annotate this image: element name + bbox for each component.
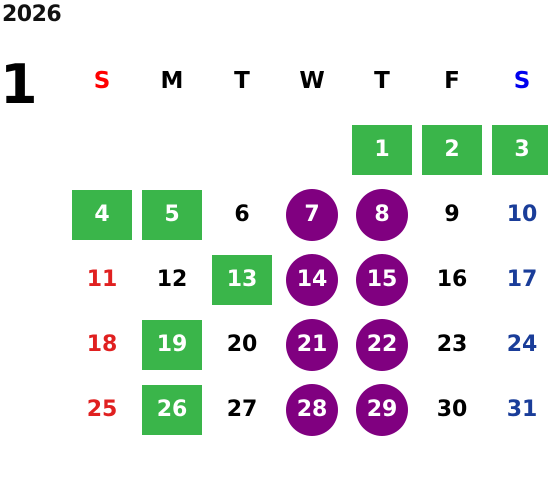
day-number: 12 xyxy=(156,267,188,292)
day-cell-1[interactable]: 1 xyxy=(352,125,412,175)
day-cell-18[interactable]: 18 xyxy=(72,320,132,370)
day-cell-14[interactable]: 14 xyxy=(282,254,342,306)
weekday-header-thu: T xyxy=(374,68,390,94)
day-number: 28 xyxy=(296,397,328,422)
day-number: 25 xyxy=(86,397,118,422)
day-number: 11 xyxy=(86,267,118,292)
day-number: 4 xyxy=(94,202,110,227)
day-number: 18 xyxy=(86,332,118,357)
day-cell-20[interactable]: 20 xyxy=(212,320,272,370)
day-cell-30[interactable]: 30 xyxy=(422,385,482,435)
calendar-year: 2026 xyxy=(2,2,62,27)
day-number: 3 xyxy=(514,137,530,162)
day-number: 6 xyxy=(234,202,250,227)
day-cell-27[interactable]: 27 xyxy=(212,385,272,435)
day-cell-13[interactable]: 13 xyxy=(212,255,272,305)
day-cell-21[interactable]: 21 xyxy=(282,319,342,371)
day-cell-15[interactable]: 15 xyxy=(352,254,412,306)
day-number: 5 xyxy=(164,202,180,227)
weekday-header-sat: S xyxy=(513,68,531,94)
day-cell-22[interactable]: 22 xyxy=(352,319,412,371)
day-cell-6[interactable]: 6 xyxy=(212,190,272,240)
day-cell-19[interactable]: 19 xyxy=(142,320,202,370)
day-number: 31 xyxy=(506,397,538,422)
day-cell-25[interactable]: 25 xyxy=(72,385,132,435)
weekday-header-sun: S xyxy=(93,68,111,94)
day-number: 29 xyxy=(366,397,398,422)
day-number: 19 xyxy=(156,332,188,357)
day-number: 16 xyxy=(436,267,468,292)
day-cell-17[interactable]: 17 xyxy=(492,255,548,305)
day-cell-3[interactable]: 3 xyxy=(492,125,548,175)
day-cell-28[interactable]: 28 xyxy=(282,384,342,436)
day-number: 26 xyxy=(156,397,188,422)
weekday-header-wed: W xyxy=(299,68,325,94)
day-cell-8[interactable]: 8 xyxy=(352,189,412,241)
day-number: 8 xyxy=(374,202,390,227)
day-number: 23 xyxy=(436,332,468,357)
day-number: 9 xyxy=(444,202,460,227)
day-cell-24[interactable]: 24 xyxy=(492,320,548,370)
day-number: 13 xyxy=(226,267,258,292)
day-cell-9[interactable]: 9 xyxy=(422,190,482,240)
day-number: 7 xyxy=(304,202,320,227)
day-cell-11[interactable]: 11 xyxy=(72,255,132,305)
day-number: 20 xyxy=(226,332,258,357)
day-cell-12[interactable]: 12 xyxy=(142,255,202,305)
day-cell-23[interactable]: 23 xyxy=(422,320,482,370)
day-cell-5[interactable]: 5 xyxy=(142,190,202,240)
day-number: 22 xyxy=(366,332,398,357)
day-number: 15 xyxy=(366,267,398,292)
day-cell-10[interactable]: 10 xyxy=(492,190,548,240)
day-number: 24 xyxy=(506,332,538,357)
day-number: 2 xyxy=(444,137,460,162)
day-cell-26[interactable]: 26 xyxy=(142,385,202,435)
weekday-header-mon: M xyxy=(160,68,184,94)
day-number: 10 xyxy=(506,202,538,227)
day-number: 30 xyxy=(436,397,468,422)
day-cell-16[interactable]: 16 xyxy=(422,255,482,305)
weekday-header-tue: T xyxy=(234,68,250,94)
day-cell-2[interactable]: 2 xyxy=(422,125,482,175)
day-cell-31[interactable]: 31 xyxy=(492,385,548,435)
weekday-header-fri: F xyxy=(444,68,460,94)
day-number: 21 xyxy=(296,332,328,357)
calendar-month: 1 xyxy=(0,53,38,116)
day-cell-29[interactable]: 29 xyxy=(352,384,412,436)
day-number: 27 xyxy=(226,397,258,422)
day-number: 17 xyxy=(506,267,538,292)
day-cell-7[interactable]: 7 xyxy=(282,189,342,241)
day-cell-4[interactable]: 4 xyxy=(72,190,132,240)
day-number: 1 xyxy=(374,137,390,162)
day-number: 14 xyxy=(296,267,328,292)
